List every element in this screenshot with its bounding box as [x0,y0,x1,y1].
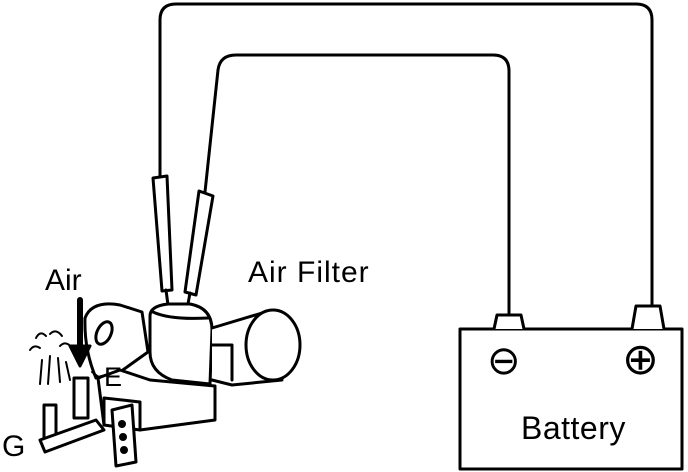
air-label: Air [45,264,82,297]
battery-label: Battery [521,410,626,446]
test-lead-left [151,174,174,322]
test-lead-right [183,189,215,322]
wire-positive [158,2,654,307]
battery-positive-post [630,304,666,331]
port-g-label: G [2,430,26,463]
battery-negative-post [492,313,526,331]
vsv-valve [38,302,302,468]
port-e-leader [91,371,101,379]
wire-negative [203,53,511,315]
air-filter-label: Air Filter [248,256,370,289]
battery [458,304,684,471]
air-exhaust-puffs [29,330,73,385]
negative-terminal-symbol: ⊖ [487,339,521,383]
air-flow-arrow [68,297,92,368]
positive-terminal-symbol: ⊕ [622,335,659,384]
port-e-label: E [104,362,123,392]
